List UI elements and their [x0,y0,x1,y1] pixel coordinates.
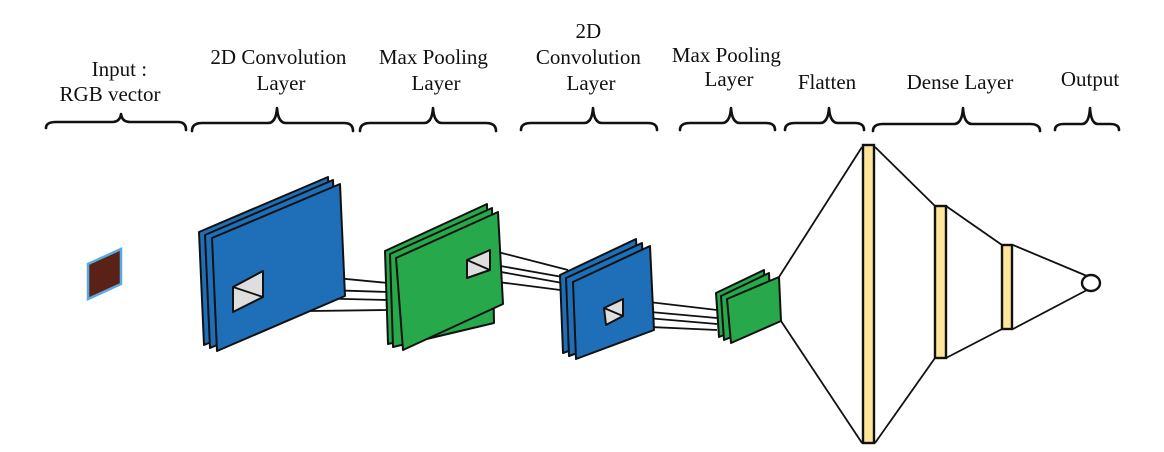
label-conv1-line-1: 2D Convolution [210,45,346,69]
brace-input [44,112,188,132]
pool1-map-3 [395,211,504,351]
label-output: Output [1061,67,1120,91]
pool2-feature-maps [715,269,782,344]
conv1-map-3 [211,183,346,352]
edge-flatten-dense1-top [874,146,936,207]
brace-output [1053,106,1121,132]
conv2-feature-maps [559,238,655,360]
edge-dense1-dense2-top [945,205,1003,246]
label-pool1-line-2: Layer [412,71,461,95]
label-flatten: Flatten [798,70,857,94]
label-input-line-2: RGB vector [60,82,161,106]
input-rgb-patch [86,247,123,301]
edge-pool2-flatten-bottom [780,320,863,444]
label-pool2-line-1: Max Pooling [672,43,782,67]
conv1-kernel-edge [232,286,264,298]
edge-flatten-dense1-bottom [874,357,936,444]
label-conv2-line-1: 2D [576,19,602,43]
pool2-map-3 [726,276,782,344]
label-conv1-line-2: Layer [257,71,306,95]
brace-pool1 [358,106,498,133]
flatten-bar [861,143,876,445]
brace-conv2 [519,106,659,132]
brace-flatten [783,106,866,132]
label-flatten-line-1: Flatten [798,70,857,94]
label-conv2: 2D Convolution Layer [536,19,646,95]
dense-bar-2 [1000,243,1014,331]
conv2-kernel-edge [603,307,624,317]
brace-conv1 [190,106,355,133]
connections [232,146,1088,444]
edge-dense2-output-bottom [1012,289,1088,330]
pool1-kernel-edge [466,259,491,271]
input-patch-square [86,247,123,301]
label-conv2-line-2: Convolution [536,45,642,69]
pool1-feature-maps [384,203,504,351]
label-dense: Dense Layer [907,70,1014,94]
label-pool2: Max Pooling Layer [672,43,786,91]
label-conv2-line-3: Layer [567,71,616,95]
label-dense-line-1: Dense Layer [907,70,1014,94]
conv1-feature-maps [198,176,346,352]
edge-pool2-flatten-top [778,146,863,278]
label-conv1: 2D Convolution Layer [210,45,351,95]
output-node [1080,273,1102,293]
label-pool1-line-1: Max Pooling [379,45,489,69]
stage-labels: Input : RGB vector 2D Convolution Layer … [60,19,1120,106]
dense-stack [861,143,1102,445]
label-pool1: Max Pooling Layer [379,45,493,95]
brace-pool2 [678,106,777,132]
stage-braces [44,106,1121,133]
edge-pool1-conv2-3 [489,269,569,285]
label-input: Input : RGB vector [60,57,161,106]
dense-bar-1 [933,204,948,360]
label-pool2-line-2: Layer [705,67,754,91]
edge-dense2-output-top [1012,244,1088,277]
edge-pool1-conv2-1 [489,249,569,271]
label-output-line-1: Output [1061,67,1120,91]
label-input-line-1: Input : [92,57,147,81]
brace-dense [871,106,1042,133]
edge-dense1-dense2-bottom [945,328,1003,359]
